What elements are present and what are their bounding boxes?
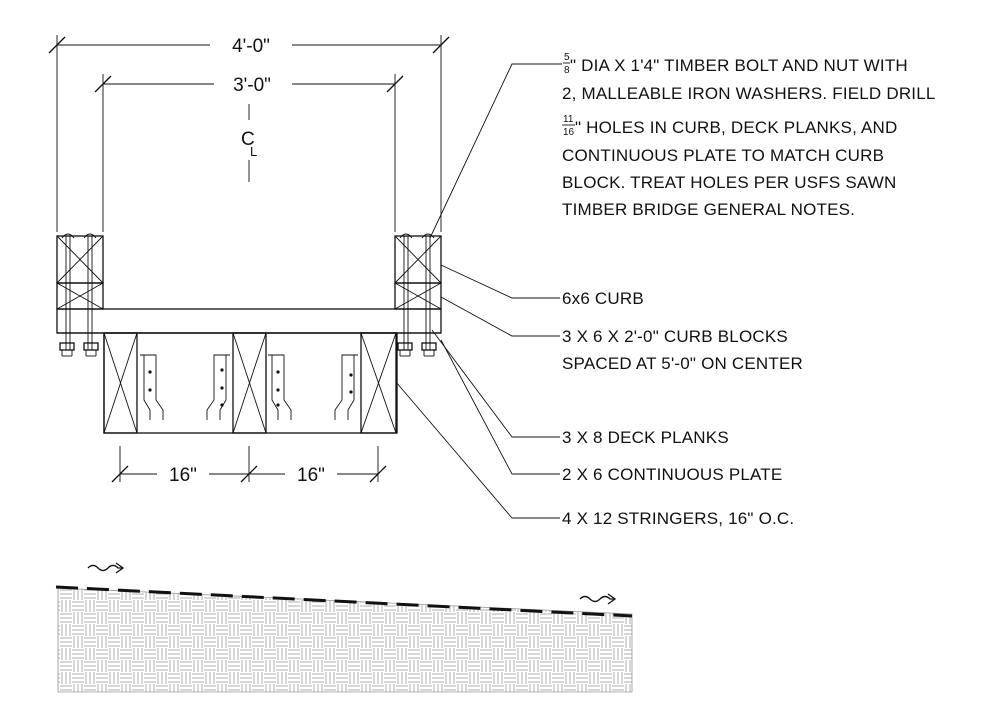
plate-callout: 2 X 6 CONTINUOUS PLATE (562, 465, 782, 484)
overall-width-label: 4'-0" (232, 36, 270, 57)
stringers-callout: 4 X 12 STRINGERS, 16" O.C. (562, 509, 794, 528)
bolt-note-line-4: CONTINUOUS PLATE TO MATCH CURB (562, 146, 884, 165)
stringer-spacing-dimension: 16" 16" (111, 446, 387, 486)
centerline-symbol: C (241, 129, 255, 150)
bolt-note-line-1: " DIA X 1'4" TIMBER BOLT AND NUT WITH (570, 56, 908, 75)
ground-hatch (55, 585, 633, 693)
curb-callout: 6x6 CURB (562, 289, 644, 308)
hanger-brackets (140, 354, 358, 420)
frac1-denominator: 8 (564, 65, 570, 76)
overall-width-dimension: 4'-0" (48, 35, 450, 232)
deck-planks (56, 308, 442, 334)
centerline-mark: C L (241, 104, 257, 182)
flow-arrow-left (87, 562, 125, 574)
stringer-spacing-2-label: 16" (297, 465, 325, 486)
centerline-subscript: L (250, 144, 257, 159)
deck-planks-callout: 3 X 8 DECK PLANKS (562, 428, 729, 447)
bolt-note-line-2: 2, MALLEABLE IRON WASHERS. FIELD DRILL (562, 84, 936, 103)
frac1-numerator: 5 (564, 52, 570, 63)
right-curb (394, 233, 442, 357)
stringers (103, 332, 398, 434)
curb-spacing-dimension: 3'-0" (94, 74, 404, 232)
left-curb (56, 233, 104, 357)
frac2-denominator: 16 (563, 127, 575, 138)
bolt-note: 5 8 " DIA X 1'4" TIMBER BOLT AND NUT WIT… (562, 52, 936, 219)
curb-blocks-callout-line-1: 3 X 6 X 2'-0" CURB BLOCKS (562, 327, 788, 346)
curb-spacing-label: 3'-0" (233, 75, 271, 96)
stringer-spacing-1-label: 16" (169, 465, 197, 486)
flow-arrow-right (579, 593, 617, 605)
frac2-numerator: 11 (563, 114, 574, 125)
bolt-note-line-3: " HOLES IN CURB, DECK PLANKS, AND (575, 118, 898, 137)
curb-blocks-callout-line-2: SPACED AT 5'-0" ON CENTER (562, 354, 803, 373)
bolt-note-line-5: BLOCK. TREAT HOLES PER USFS SAWN (562, 173, 897, 192)
bolt-note-line-6: TIMBER BRIDGE GENERAL NOTES. (562, 200, 855, 219)
leader-lines (395, 63, 562, 519)
